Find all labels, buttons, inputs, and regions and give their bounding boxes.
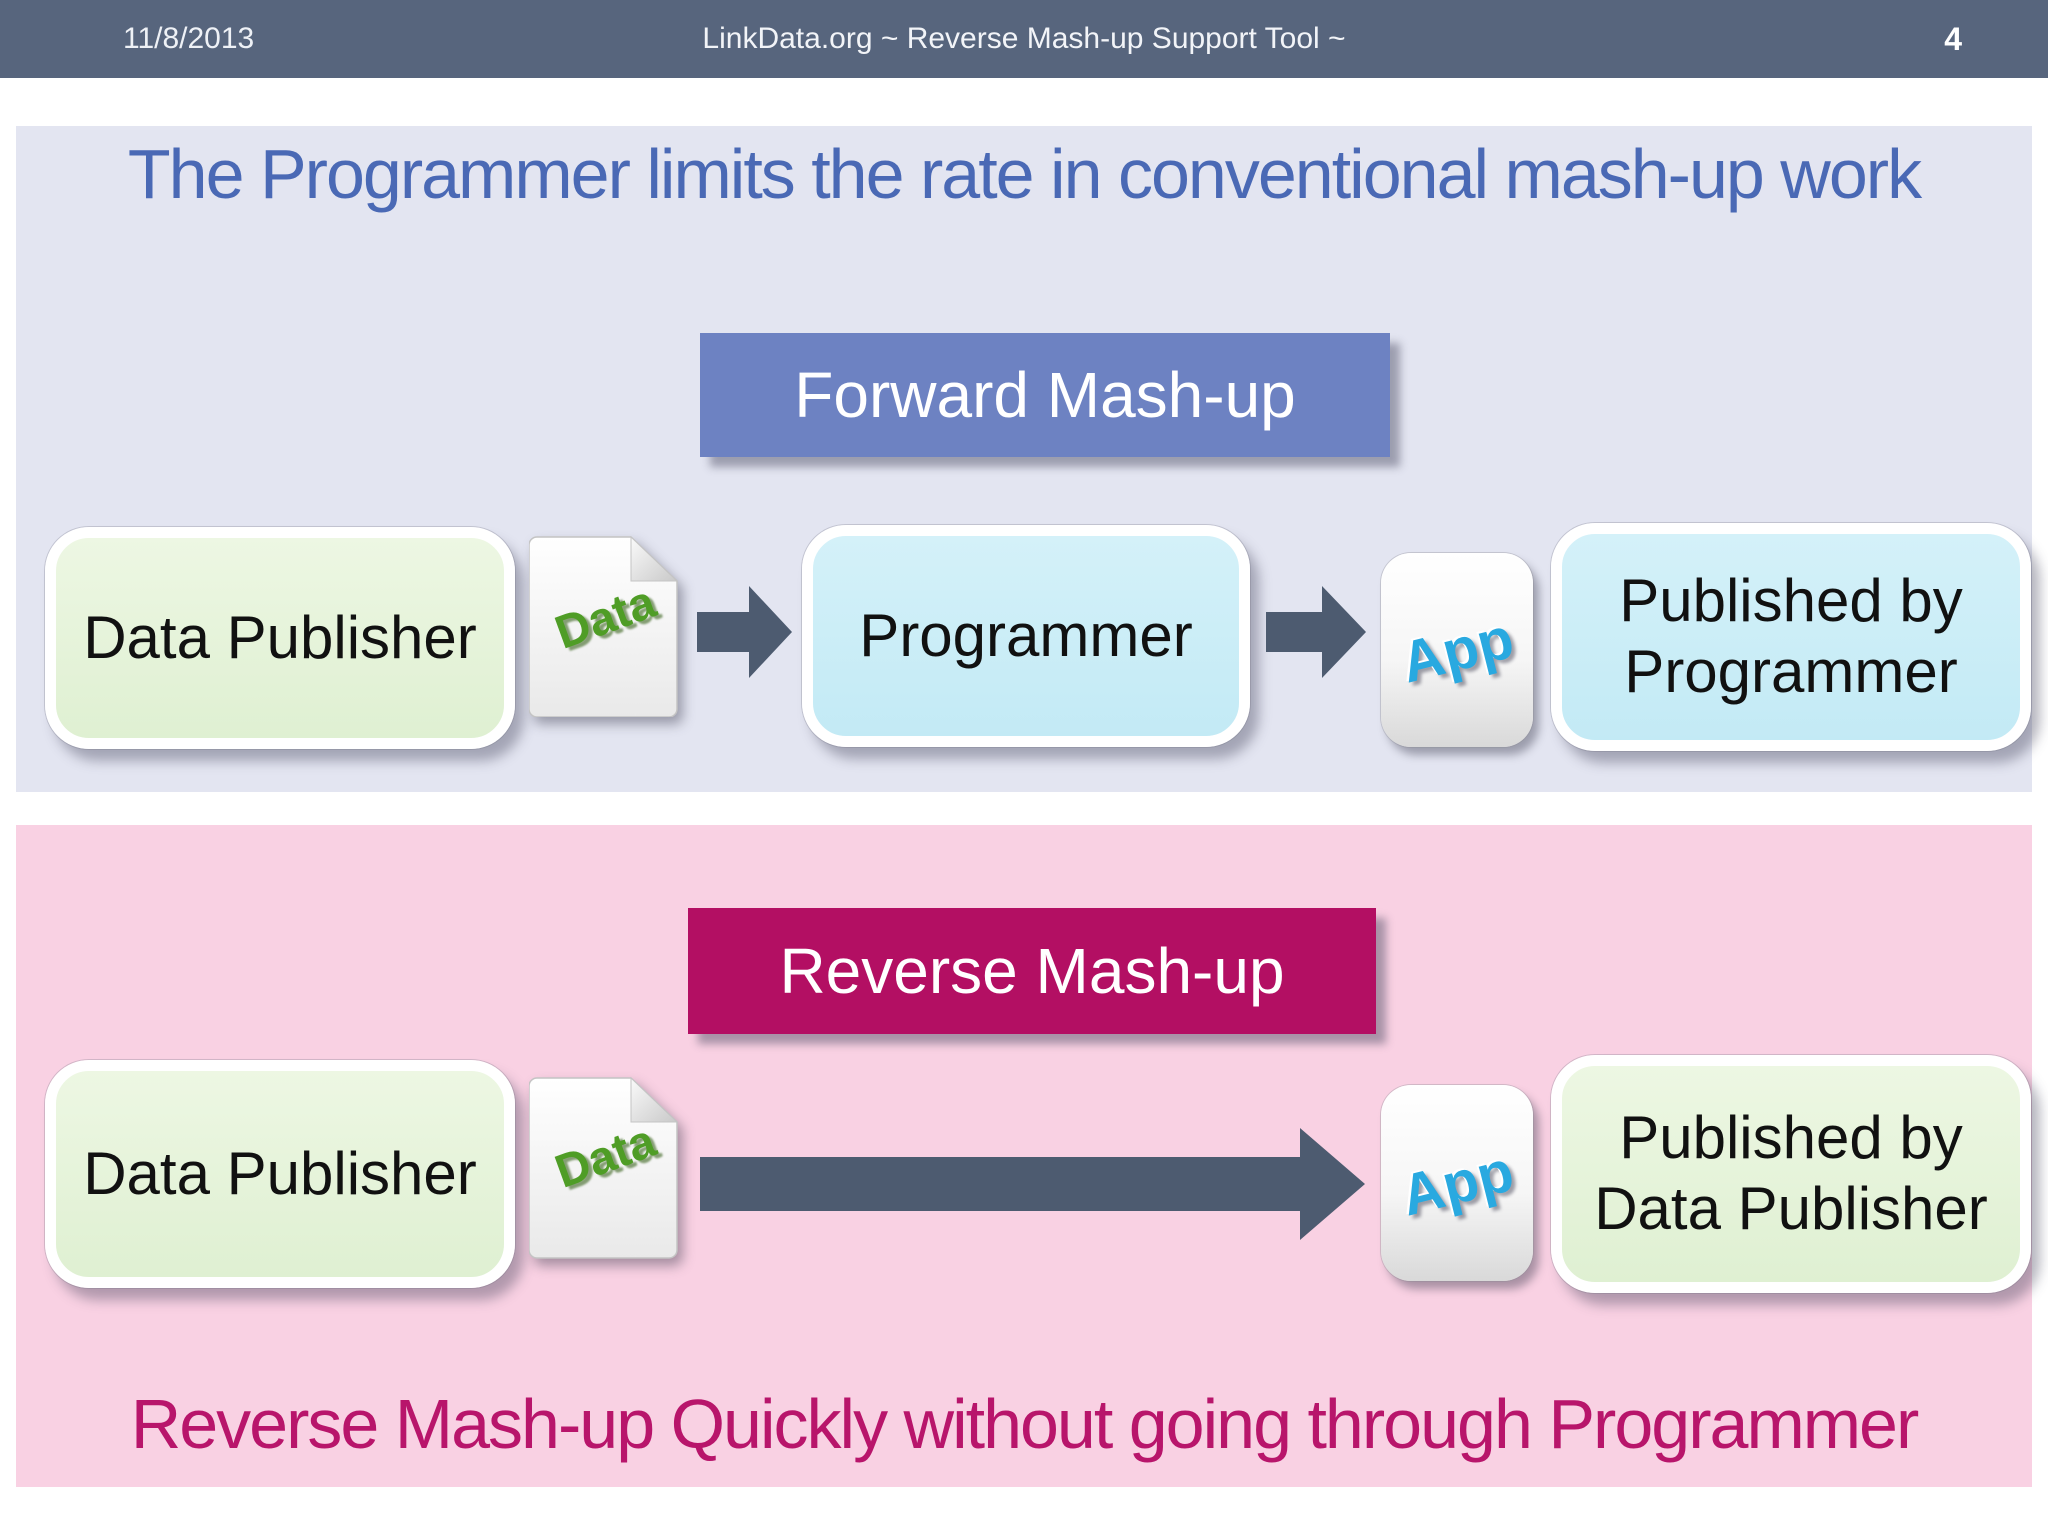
app-icon-label: App (1394, 604, 1520, 696)
app-icon-label: App (1394, 1137, 1520, 1229)
data-publisher-box-reverse: Data Publisher (45, 1060, 515, 1288)
data-file-icon-reverse: Data (529, 1072, 681, 1259)
publisher-name-line: Data Publisher (1594, 1175, 1988, 1242)
slide-header-title: LinkData.org ~ Reverse Mash-up Support T… (702, 22, 1346, 55)
published-by-programmer-box: Published by Programmer (1551, 523, 2031, 751)
data-publisher-label: Data Publisher (83, 1139, 477, 1207)
data-file-icon-forward: Data (529, 533, 681, 717)
forward-mashup-badge: Forward Mash-up (700, 333, 1390, 457)
arrow-right-icon (1266, 586, 1366, 678)
programmer-box: Programmer (802, 525, 1250, 747)
app-icon-forward: App (1381, 553, 1533, 747)
publisher-name-line: Programmer (1624, 638, 1958, 705)
document-icon (529, 1076, 679, 1259)
document-icon (529, 535, 679, 717)
arrow-right-icon (697, 586, 792, 678)
data-publisher-label: Data Publisher (83, 603, 477, 671)
long-arrow-right-icon (700, 1128, 1365, 1240)
reverse-footline: Reverse Mash-up Quickly without going th… (130, 1385, 1920, 1463)
published-by-data-publisher-box: Published by Data Publisher (1551, 1055, 2031, 1293)
forward-headline: The Programmer limits the rate in conven… (127, 135, 1922, 213)
published-by-line: Published by (1619, 567, 1963, 635)
published-by-line: Published by (1619, 1104, 1963, 1172)
slide-date: 11/8/2013 (123, 22, 255, 55)
app-icon-reverse: App (1381, 1085, 1533, 1281)
slide-header-bar: 11/8/2013 LinkData.org ~ Reverse Mash-up… (0, 0, 2048, 78)
programmer-label: Programmer (859, 601, 1193, 669)
data-publisher-box-forward: Data Publisher (45, 527, 515, 749)
reverse-mashup-badge: Reverse Mash-up (688, 908, 1376, 1034)
slide-page-number: 4 (1944, 20, 1962, 57)
